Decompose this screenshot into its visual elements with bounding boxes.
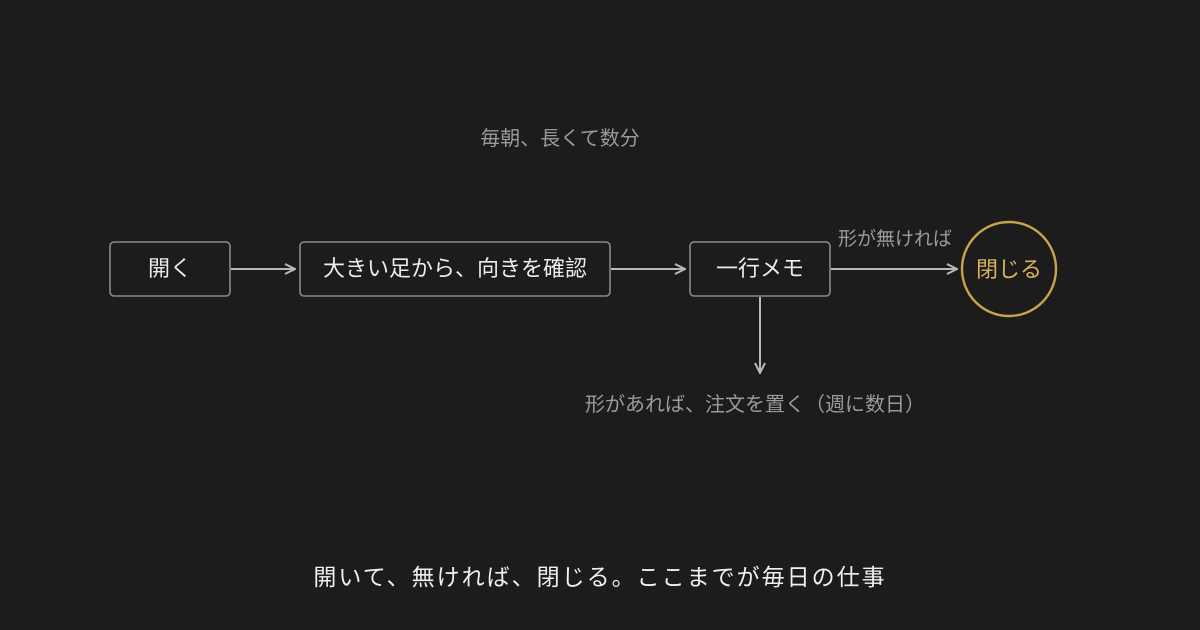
node-memo: 一行メモ — [689, 241, 831, 297]
edge-has-shape-label: 形があれば、注文を置く（週に数日） — [585, 392, 925, 416]
caption: 開いて、無ければ、閉じる。ここまでが毎日の仕事 — [313, 565, 886, 591]
node-open-box — [109, 241, 231, 297]
node-open-label: 開く — [148, 257, 192, 282]
node-close: 閉じる — [960, 220, 1058, 318]
top-note: 毎朝、長くて数分 — [480, 126, 639, 150]
node-check-box — [299, 241, 611, 297]
node-close-label: 閉じる — [976, 258, 1042, 283]
node-memo-box — [689, 241, 831, 297]
edge-no-shape-label: 形が無ければ — [838, 228, 952, 250]
node-open: 開く — [109, 241, 231, 297]
node-close-circle — [960, 220, 1058, 318]
node-check-label: 大きい足から、向きを確認 — [323, 257, 587, 282]
node-check: 大きい足から、向きを確認 — [299, 241, 611, 297]
node-memo-label: 一行メモ — [716, 257, 804, 282]
